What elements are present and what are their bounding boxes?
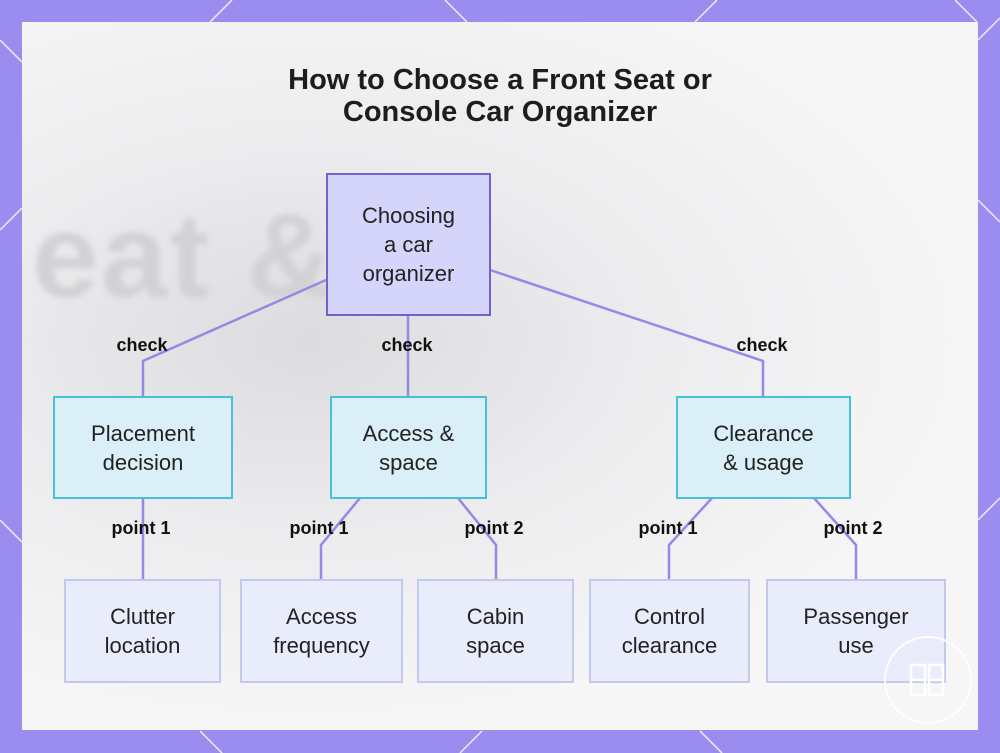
category-label: Placement decision (91, 420, 195, 475)
leaf-label: Access frequency (273, 604, 370, 658)
root-node-label: Choosing a car organizer (362, 203, 455, 286)
connector-clearance-control (667, 497, 713, 580)
leaf-node-cabin: Cabin space (417, 579, 574, 683)
edge-label-point-frequency: point 1 (289, 518, 349, 538)
leaf-node-control: Control clearance (589, 579, 750, 683)
watermark-logo-icon (884, 636, 972, 724)
leaf-label: Cabin space (466, 604, 525, 658)
connector-access-cabin (457, 497, 498, 580)
edge-label-check-placement: check (116, 335, 168, 355)
category-node-clearance: Clearance & usage (676, 396, 851, 499)
diagram-title: How to Choose a Front Seat or Console Ca… (0, 64, 1000, 128)
category-label: Clearance & usage (713, 420, 814, 475)
category-node-placement: Placement decision (53, 396, 233, 499)
leaf-label: Clutter location (104, 604, 181, 658)
logo-glyph-icon (909, 663, 945, 697)
leaf-node-clutter: Clutter location (64, 579, 221, 683)
edge-label-check-clearance: check (736, 335, 788, 355)
root-node: Choosing a car organizer (326, 173, 491, 316)
leaf-label: Passenger use (803, 604, 909, 658)
connector-access-frequency (319, 497, 361, 580)
title-line-2: Console Car Organizer (342, 96, 658, 128)
leaf-label: Control clearance (621, 604, 718, 658)
edge-label-point-clutter: point 1 (111, 518, 171, 538)
background-text: eat & (32, 189, 336, 323)
connector-root-clearance (489, 268, 765, 398)
category-node-access: Access & space (330, 396, 487, 499)
edge-label-check-access: check (381, 335, 433, 355)
connector-root-placement (141, 278, 327, 398)
title-line-1: How to Choose a Front Seat or (288, 64, 712, 96)
connector-clearance-passenger (813, 497, 858, 580)
edge-label-point-cabin: point 2 (464, 518, 524, 538)
leaf-node-frequency: Access frequency (240, 579, 403, 683)
edge-label-point-control: point 1 (638, 518, 698, 538)
edge-label-point-passenger: point 2 (823, 518, 883, 538)
category-label: Access & space (362, 420, 455, 475)
